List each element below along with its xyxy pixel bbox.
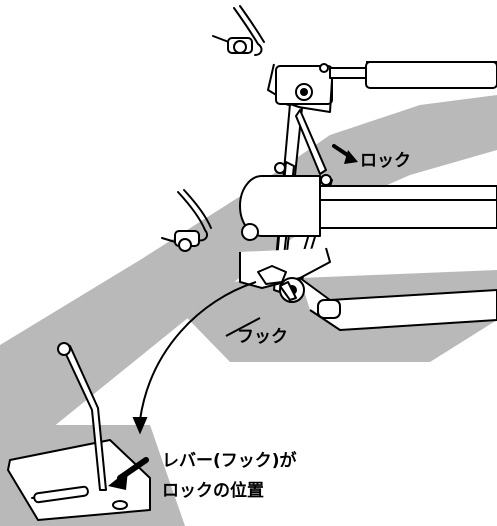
- hand-lever-assembly: [7, 342, 151, 521]
- pin-with-spring-clip-middle: [161, 189, 212, 252]
- lever-position-arrow-icon: [108, 457, 149, 490]
- lock-label: ロック: [360, 151, 411, 171]
- hook-label: フック: [237, 327, 288, 347]
- curved-indicator-arrow: [132, 281, 257, 435]
- lock-arrow-icon: [332, 144, 358, 164]
- pin-with-spring-clip-top: [212, 5, 265, 56]
- upper-cylinder-assembly: [267, 61, 497, 113]
- hook-leader-line: [225, 317, 261, 337]
- axle-housing: [239, 175, 497, 331]
- caption-line-2: ロックの位置: [162, 480, 264, 501]
- caption-line-1: レバー(フック)が: [162, 450, 297, 471]
